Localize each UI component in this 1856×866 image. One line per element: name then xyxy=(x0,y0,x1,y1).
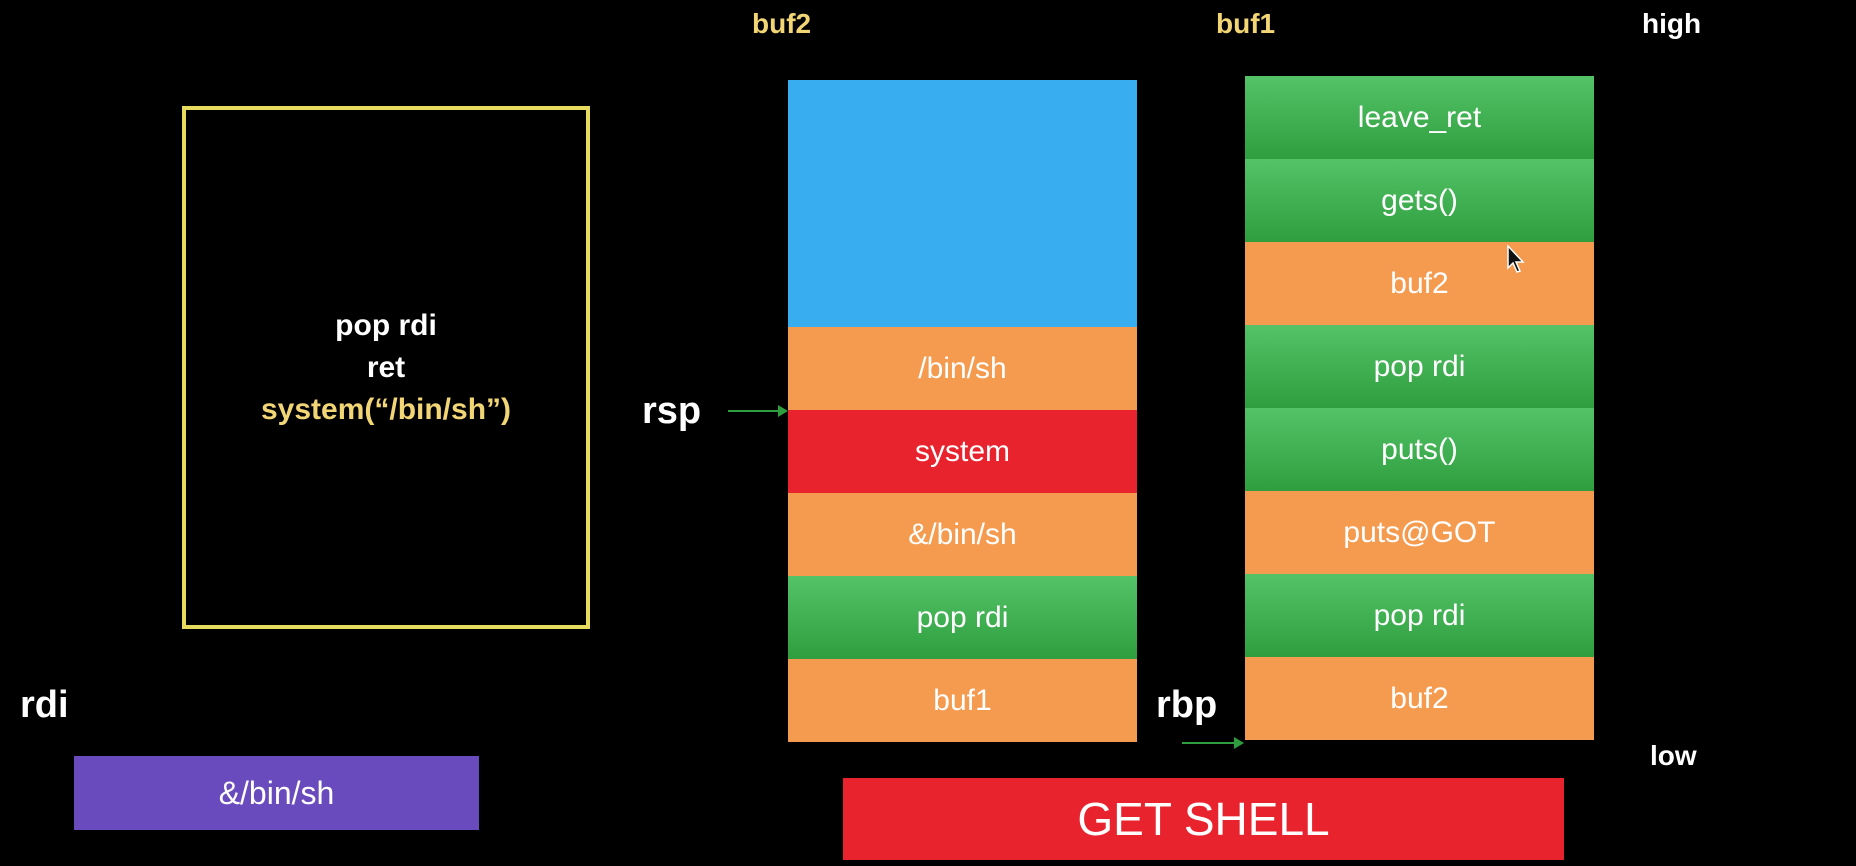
rdi-label: rdi xyxy=(20,684,69,726)
high-label: high xyxy=(1642,8,1702,39)
low-label: low xyxy=(1650,740,1697,771)
rdi-register-value: &/bin/sh xyxy=(74,756,479,830)
buf2-cell-pop-rdi: pop rdi xyxy=(788,576,1137,659)
buf2-cell-system: system xyxy=(788,410,1137,493)
buf2-stack: /bin/sh system &/bin/sh pop rdi buf1 xyxy=(788,80,1137,742)
rsp-arrow xyxy=(728,405,788,417)
buf1-cell-puts-got: puts@GOT xyxy=(1245,491,1594,574)
buf1-stack: leave_ret gets() buf2 pop rdi puts() put… xyxy=(1245,76,1594,740)
buf1-cell-buf2-2: buf2 xyxy=(1245,657,1594,740)
buf2-empty-region xyxy=(788,80,1137,327)
buf1-cell-puts: puts() xyxy=(1245,408,1594,491)
code-line-pop-rdi: pop rdi xyxy=(335,308,437,342)
buf1-cell-pop-rdi-2: pop rdi xyxy=(1245,574,1594,657)
buf2-cell-buf1: buf1 xyxy=(788,659,1137,742)
buf2-cell-binsh: /bin/sh xyxy=(788,327,1137,410)
buf2-header: buf2 xyxy=(752,8,812,39)
buf1-cell-leave-ret: leave_ret xyxy=(1245,76,1594,159)
code-line-system: system(“/bin/sh”) xyxy=(260,392,512,426)
get-shell-banner: GET SHELL xyxy=(843,778,1564,860)
buf1-header: buf1 xyxy=(1216,8,1276,39)
code-line-ret: ret xyxy=(366,350,406,384)
gadget-code-box: pop rdi ret system(“/bin/sh”) xyxy=(182,106,590,629)
buf2-cell-binsh-addr: &/bin/sh xyxy=(788,493,1137,576)
buf1-cell-gets: gets() xyxy=(1245,159,1594,242)
buf1-cell-buf2: buf2 xyxy=(1245,242,1594,325)
rbp-label: rbp xyxy=(1156,684,1218,726)
rbp-arrow xyxy=(1182,737,1244,749)
mouse-cursor-icon xyxy=(1507,244,1525,273)
rsp-label: rsp xyxy=(642,390,702,432)
buf1-cell-pop-rdi: pop rdi xyxy=(1245,325,1594,408)
